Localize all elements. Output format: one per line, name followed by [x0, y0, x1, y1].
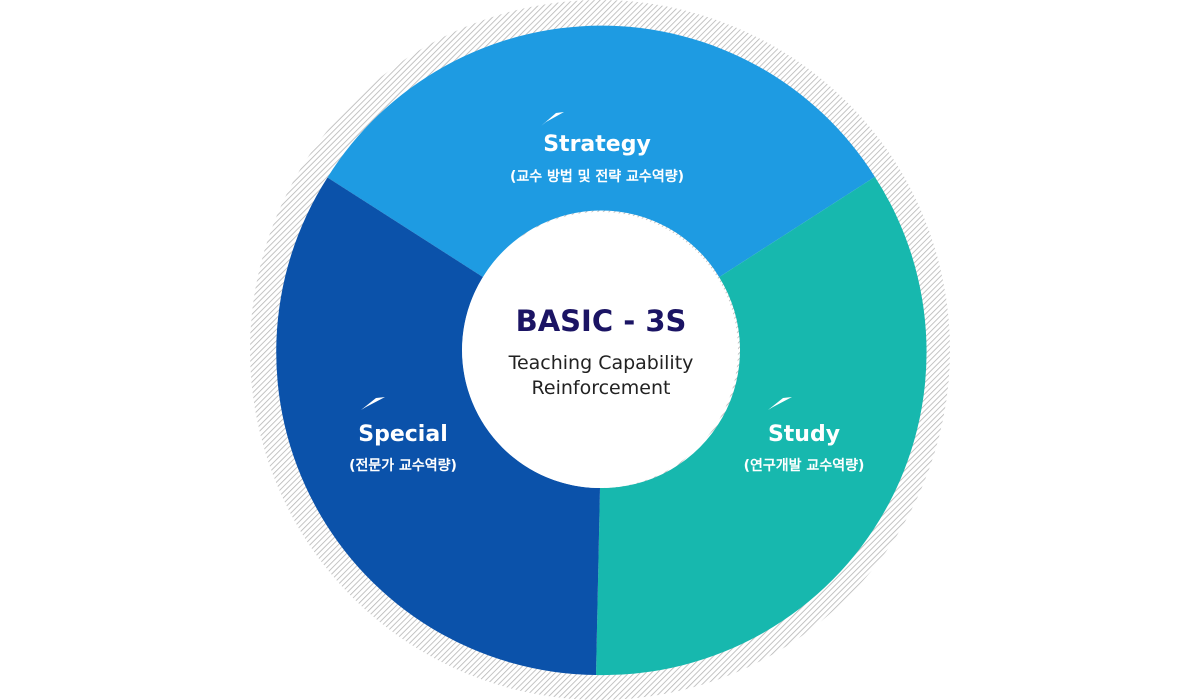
segment-special	[276, 177, 600, 675]
study-subtitle: (연구개발 교수역량)	[744, 457, 865, 474]
center-title: BASIC - 3S	[516, 304, 687, 338]
center-circle	[462, 212, 738, 488]
segment-strategy	[327, 25, 875, 278]
center-label-group: BASIC - 3S Teaching Capability Reinforce…	[508, 304, 694, 399]
center-subtitle-line2: Reinforcement	[532, 377, 671, 399]
segment-study	[596, 176, 927, 676]
special-title: Special	[358, 422, 447, 447]
study-label-group: Study (연구개발 교수역량)	[744, 397, 865, 474]
strategy-title: Strategy	[543, 132, 651, 157]
center-subtitle-line1: Teaching Capability	[508, 352, 694, 374]
special-subtitle: (전문가 교수역량)	[349, 457, 457, 474]
strategy-subtitle: (교수 방법 및 전략 교수역량)	[510, 168, 684, 185]
strategy-label-group: Strategy (교수 방법 및 전략 교수역량)	[510, 112, 684, 185]
study-title: Study	[768, 422, 840, 447]
special-label-group: Special (전문가 교수역량)	[349, 397, 457, 474]
